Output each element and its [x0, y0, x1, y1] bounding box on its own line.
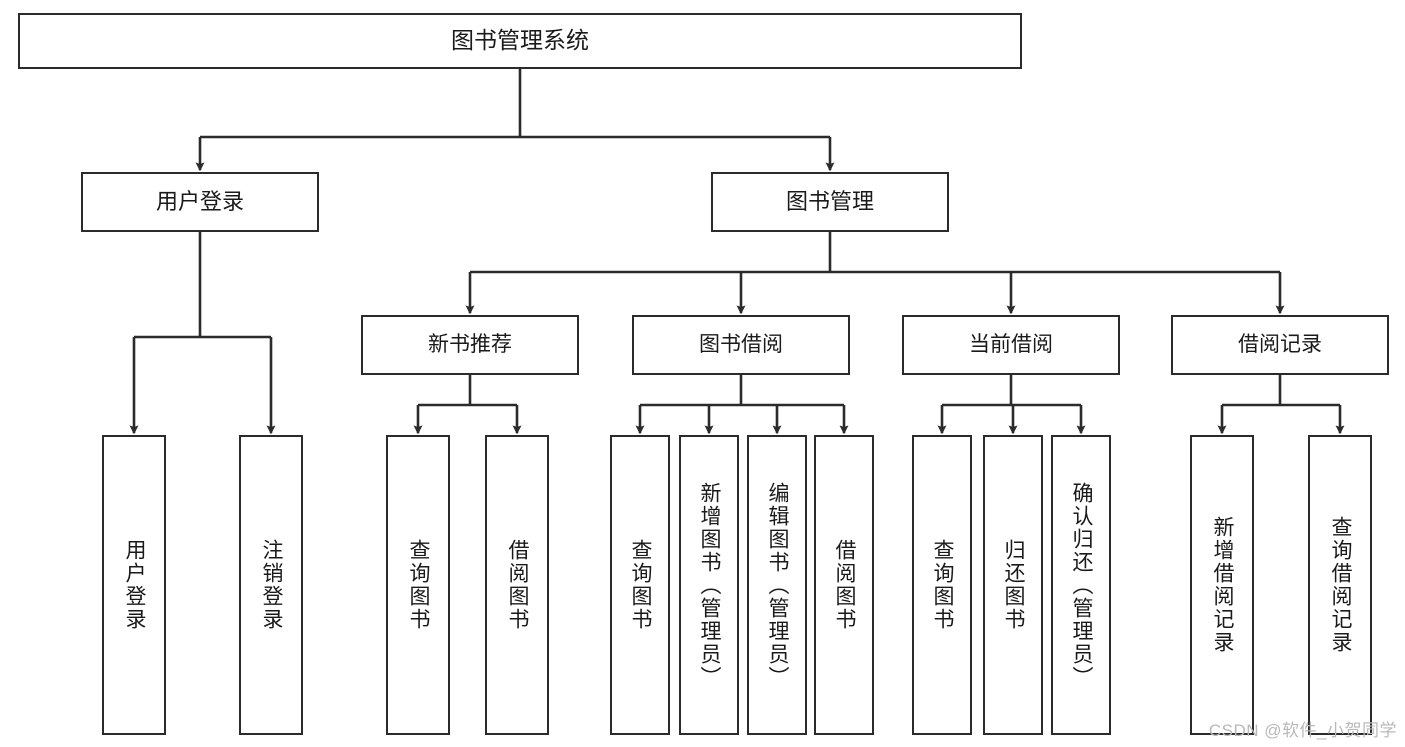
node-leaf-add-borrow-record[interactable]: 新增借阅记录: [1190, 435, 1254, 735]
node-borrow-record[interactable]: 借阅记录: [1171, 315, 1389, 375]
node-leaf-query-book-borrow[interactable]: 查询图书: [610, 435, 670, 735]
node-label: 确认归还（管理员）: [1070, 481, 1094, 689]
node-label: 新增图书（管理员）: [698, 481, 722, 689]
node-label: 图书管理系统: [451, 27, 589, 54]
node-leaf-logout[interactable]: 注销登录: [239, 435, 303, 735]
node-leaf-query-book-rec[interactable]: 查询图书: [386, 435, 450, 735]
node-label: 当前借阅: [969, 333, 1053, 357]
node-leaf-query-book-cur[interactable]: 查询图书: [912, 435, 972, 735]
node-label: 查询图书: [407, 539, 431, 631]
node-leaf-borrow-book[interactable]: 借阅图书: [814, 435, 874, 735]
node-label: 借阅图书: [833, 539, 857, 631]
node-label: 用户登录: [155, 188, 244, 214]
connector-edges: [129, 69, 1345, 435]
node-new-book-recommend[interactable]: 新书推荐: [361, 315, 579, 375]
node-label: 用户登录: [123, 539, 147, 631]
node-label: 新增借阅记录: [1211, 516, 1235, 654]
node-label: 归还图书: [1002, 539, 1026, 631]
node-label: 查询图书: [931, 539, 955, 631]
node-leaf-edit-book-admin[interactable]: 编辑图书（管理员）: [747, 435, 807, 735]
node-label: 编辑图书（管理员）: [766, 481, 790, 689]
node-label: 图书管理: [785, 188, 874, 214]
node-label: 借阅记录: [1238, 333, 1322, 357]
node-leaf-add-book-admin[interactable]: 新增图书（管理员）: [679, 435, 739, 735]
node-leaf-return-book[interactable]: 归还图书: [983, 435, 1043, 735]
node-label: 查询图书: [629, 539, 653, 631]
node-label: 借阅图书: [506, 539, 530, 631]
node-book-manage[interactable]: 图书管理: [711, 172, 949, 232]
node-current-borrow[interactable]: 当前借阅: [902, 315, 1120, 375]
node-user-login[interactable]: 用户登录: [81, 172, 319, 232]
node-label: 新书推荐: [428, 333, 512, 357]
node-label: 查询借阅记录: [1329, 516, 1353, 654]
node-leaf-confirm-return-admin[interactable]: 确认归还（管理员）: [1051, 435, 1111, 735]
node-leaf-query-borrow-record[interactable]: 查询借阅记录: [1308, 435, 1372, 735]
node-leaf-user-login[interactable]: 用户登录: [102, 435, 166, 735]
node-leaf-borrow-book-rec[interactable]: 借阅图书: [485, 435, 549, 735]
node-book-borrow[interactable]: 图书借阅: [632, 315, 850, 375]
node-root[interactable]: 图书管理系统: [18, 13, 1022, 69]
node-label: 注销登录: [260, 539, 284, 631]
node-label: 图书借阅: [699, 333, 783, 357]
